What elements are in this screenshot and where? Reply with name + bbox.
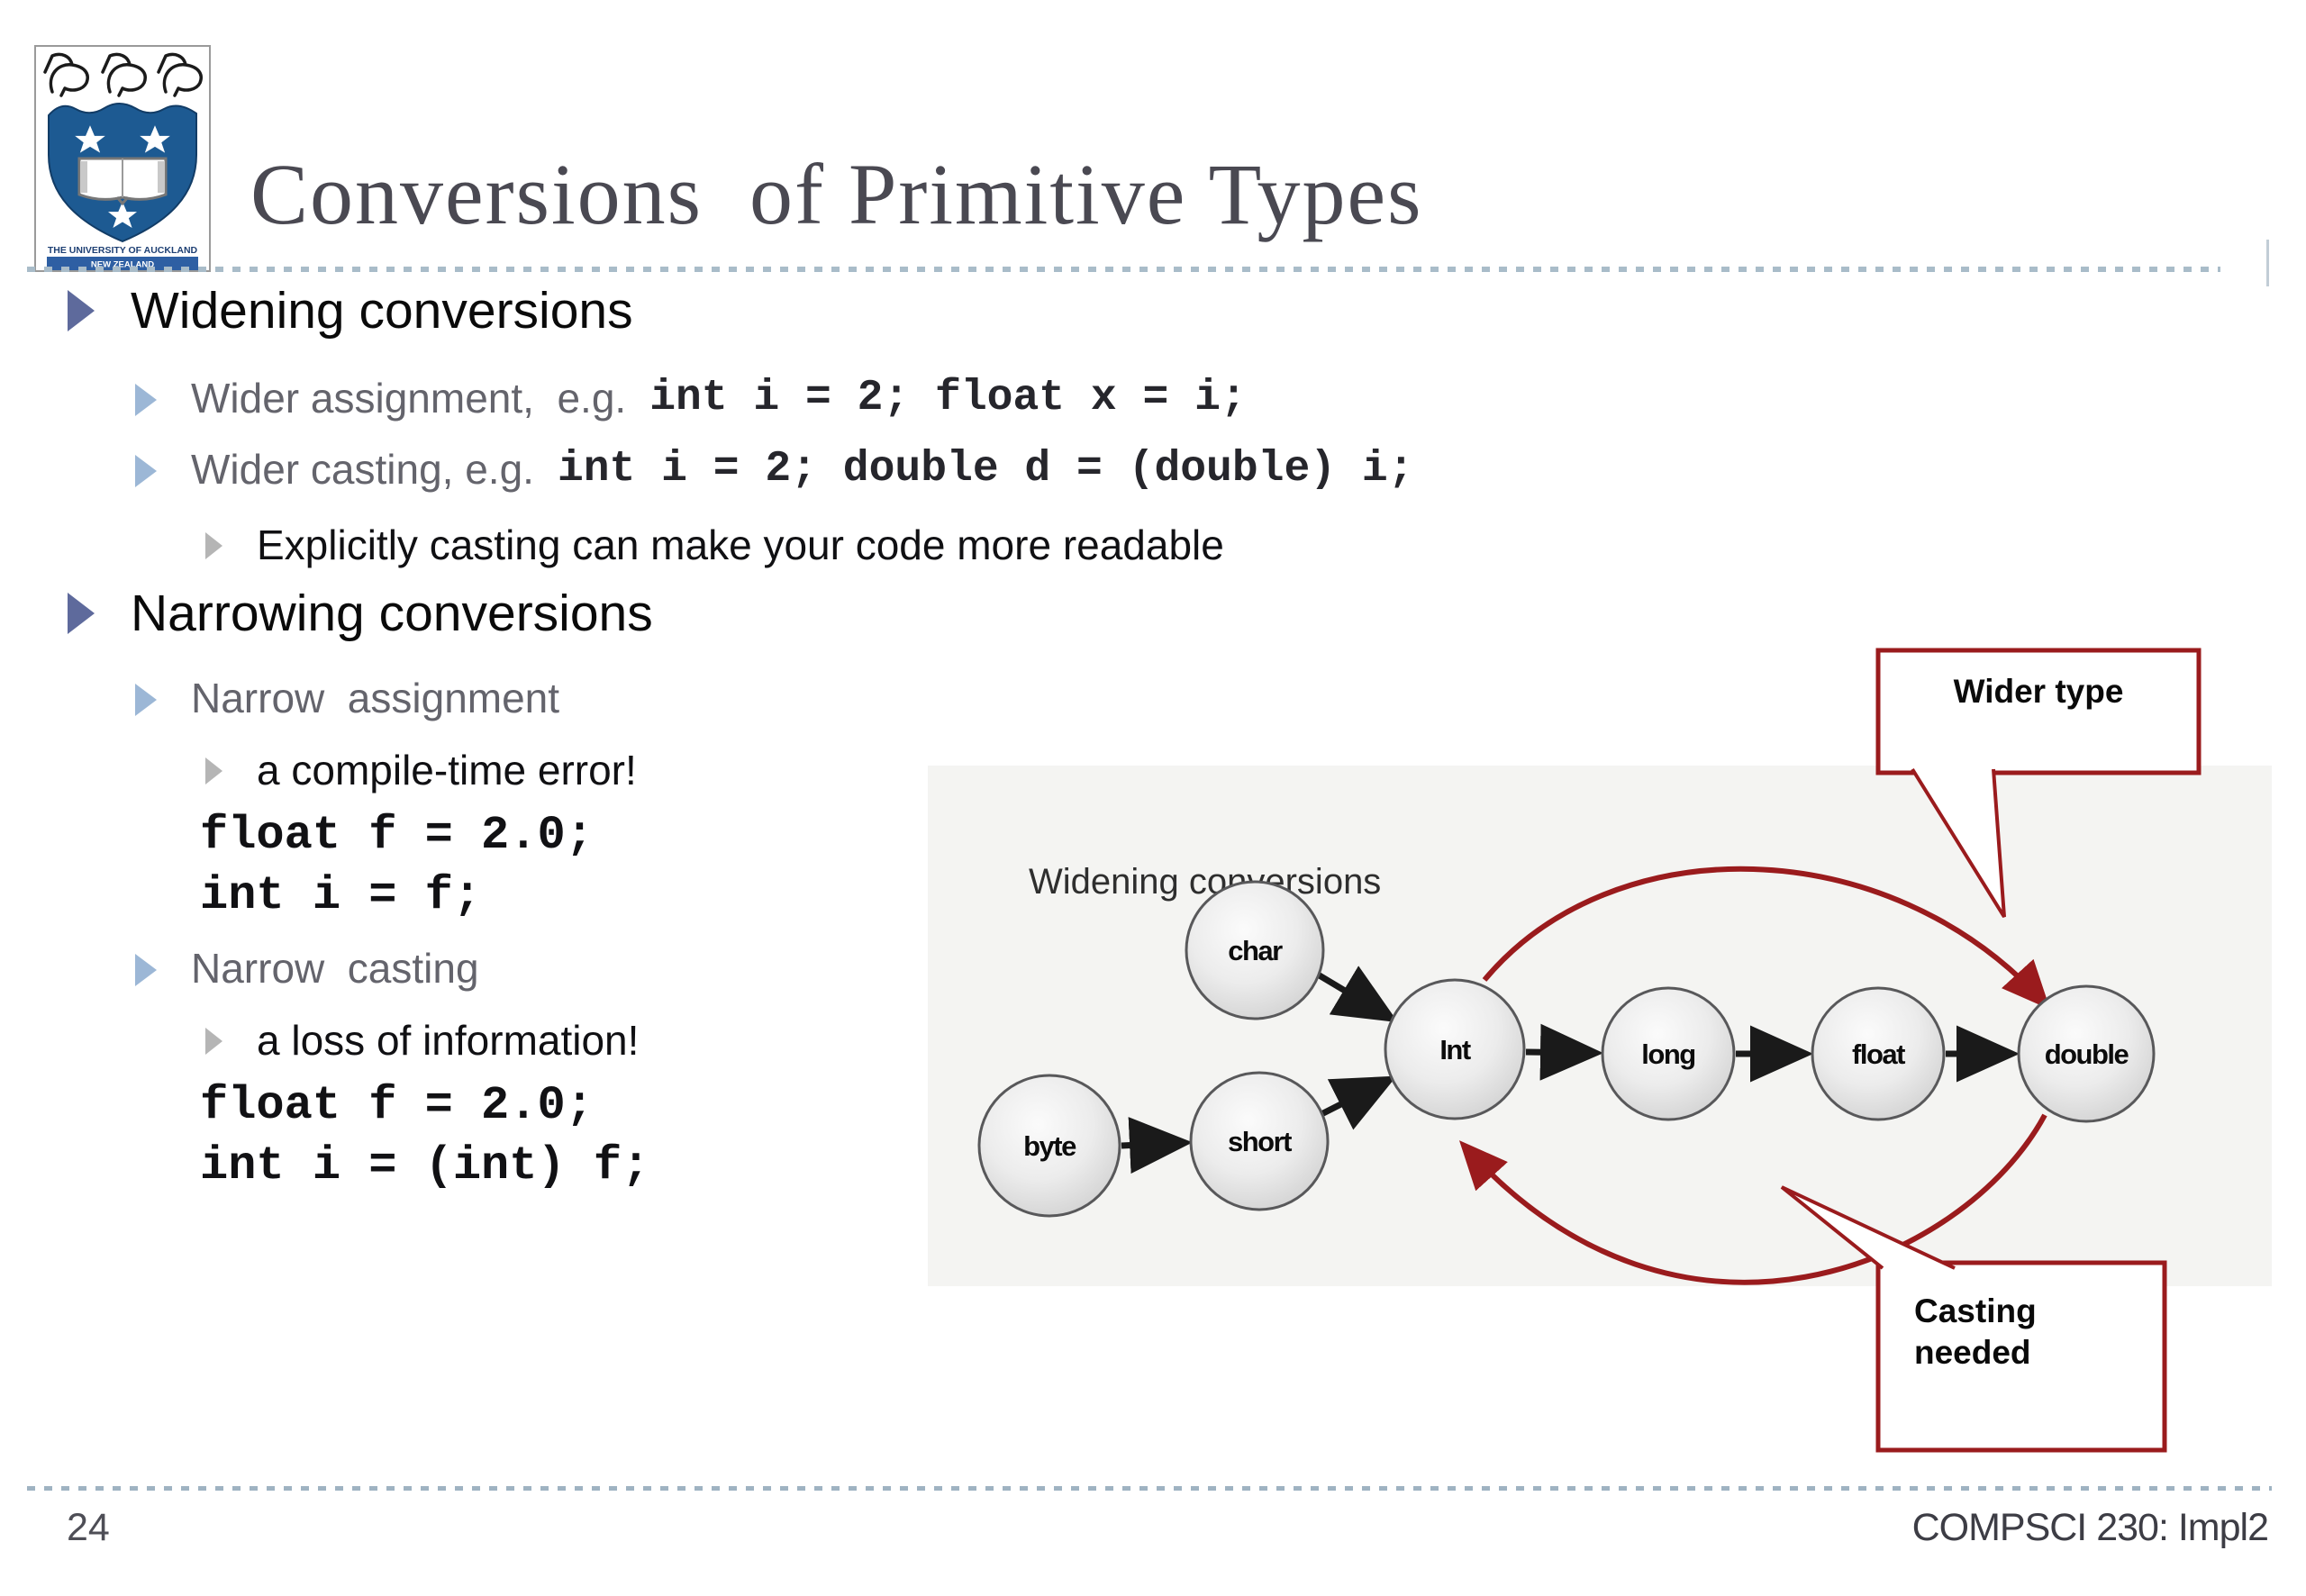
- casting-needed-label-2: needed: [1914, 1334, 2031, 1371]
- bullet-text: a loss of information!: [257, 1017, 640, 1064]
- casting-needed-label-1: Casting: [1914, 1292, 2037, 1329]
- bullet-text: Wider assignment, e.g.: [191, 375, 627, 422]
- shield-stars-icon: [75, 125, 170, 228]
- code-line: int i = f;: [200, 869, 482, 922]
- bullet-text: Explicitly casting can make your code mo…: [257, 521, 1224, 568]
- bullet-narrowing-header: Narrowing conversions: [68, 584, 653, 643]
- bullet-text: a compile-time error!: [257, 747, 637, 793]
- bullet-compile-error: a compile-time error!: [205, 746, 637, 794]
- bullet-text: Widening conversions: [131, 282, 633, 340]
- logo-country-text: NEW ZEALAND: [91, 260, 154, 270]
- bullet-explicit-note: Explicitly casting can make your code mo…: [205, 521, 1224, 569]
- node-float: [1811, 986, 1946, 1121]
- arrow-char-int: [1316, 966, 1399, 1023]
- footer-course-label: COMPSCI 230: Impl2: [1911, 1506, 2269, 1549]
- open-book-icon: [77, 157, 168, 206]
- node-byte-label: byte: [1023, 1130, 1076, 1162]
- header-divider-tick: [2266, 240, 2269, 286]
- bullet-arrow-icon: [135, 455, 157, 487]
- node-char: [1185, 880, 1325, 1020]
- page-number: 24: [67, 1506, 110, 1549]
- code-line: int i = (int) f;: [200, 1139, 650, 1192]
- bullet-arrow-icon: [135, 684, 157, 716]
- kiwi-birds-icon: [43, 52, 203, 97]
- logo-institution-text: THE UNIVERSITY OF AUCKLAND: [48, 245, 198, 256]
- bullet-text: Narrow assignment: [191, 675, 560, 721]
- bullet-narrow-casting: Narrow casting: [135, 944, 479, 993]
- node-int: [1384, 978, 1526, 1120]
- type-conversion-diagram: Widening conversions char byte short Int…: [928, 648, 2272, 1453]
- node-byte: [977, 1074, 1121, 1218]
- inline-code: int i = 2; double d = (double) i;: [557, 445, 1414, 494]
- node-short-label: short: [1228, 1126, 1292, 1157]
- node-short: [1189, 1071, 1330, 1211]
- bullet-loss-note: a loss of information!: [205, 1016, 639, 1065]
- bullet-text: Narrow casting: [191, 945, 479, 992]
- arrow-int-long: [1525, 1023, 1603, 1081]
- type-nodes: char byte short Int long float double: [977, 880, 2156, 1218]
- code-line: float f = 2.0;: [200, 1079, 594, 1132]
- diagram-title: Widening conversions: [1029, 862, 1381, 902]
- arrow-short-int: [1320, 1075, 1397, 1130]
- bullet-text: Narrowing conversions: [131, 585, 653, 642]
- bullet-widening-header: Widening conversions: [68, 281, 633, 340]
- bullet-arrow-icon: [68, 290, 95, 331]
- bullet-arrow-icon: [135, 384, 157, 416]
- inline-code: int i = 2; float x = i;: [649, 374, 1247, 422]
- arrow-byte-short: [1121, 1117, 1193, 1174]
- university-crest-logo: THE UNIVERSITY OF AUCKLAND NEW ZEALAND: [34, 45, 211, 272]
- node-int-label: Int: [1439, 1034, 1471, 1066]
- bullet-arrow-icon: [205, 532, 222, 559]
- wider-type-callout: Wider type: [1875, 648, 2202, 919]
- widening-arc-arrow: [1482, 866, 2051, 1010]
- node-long: [1601, 986, 1736, 1121]
- chain-arrows: [1121, 966, 2020, 1174]
- casting-arc-arrow: [1458, 1113, 2047, 1285]
- node-long-label: long: [1641, 1038, 1694, 1070]
- casting-needed-callout: Casting needed: [1780, 1185, 2167, 1453]
- bullet-arrow-icon: [135, 954, 157, 986]
- bullet-arrow-icon: [68, 593, 95, 634]
- bullet-arrow-icon: [205, 757, 222, 784]
- wider-type-label: Wider type: [1954, 673, 2124, 710]
- node-float-label: float: [1852, 1038, 1905, 1070]
- bullet-arrow-icon: [205, 1028, 222, 1055]
- code-line: float f = 2.0;: [200, 809, 594, 862]
- bullet-text: Wider casting, e.g.: [191, 446, 534, 493]
- node-char-label: char: [1228, 935, 1283, 966]
- bullet-narrow-assignment: Narrow assignment: [135, 674, 559, 722]
- page-title: Conversions of Primitive Types: [250, 146, 1423, 242]
- footer-divider: [27, 1486, 2272, 1491]
- bullet-wider-casting: Wider casting, e.g. int i = 2; double d …: [135, 445, 1414, 494]
- bullet-wider-assignment: Wider assignment, e.g. int i = 2; float …: [135, 374, 1247, 422]
- node-double-label: double: [2045, 1038, 2129, 1070]
- header-divider: [27, 267, 2220, 272]
- node-double: [2017, 984, 2156, 1123]
